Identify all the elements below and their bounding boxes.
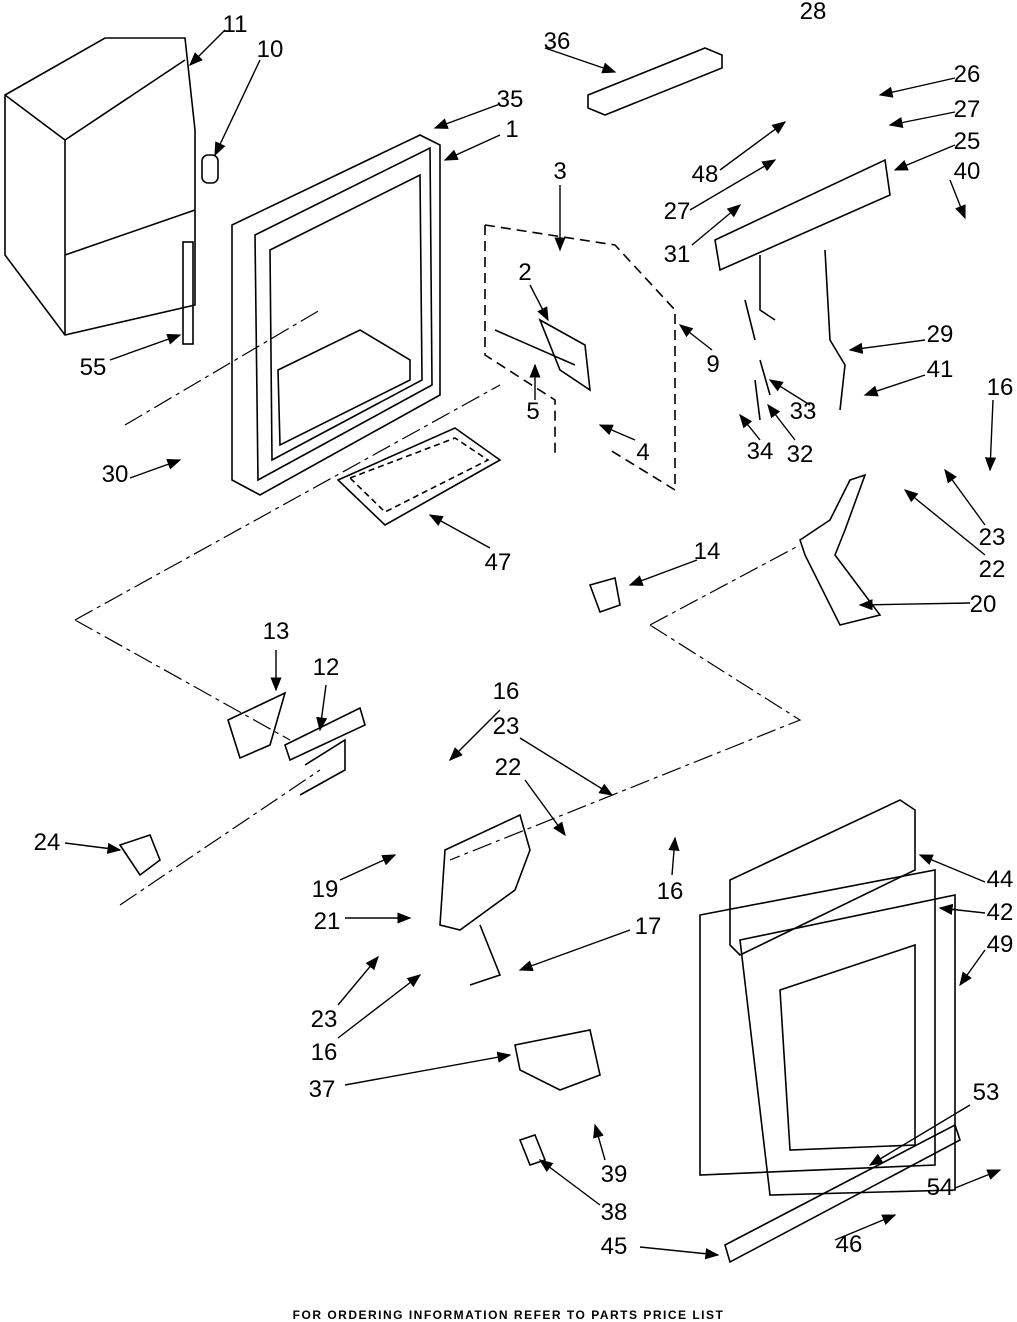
part-callout: 38: [601, 1201, 628, 1225]
part-24: [120, 835, 160, 875]
part-callout: 23: [979, 526, 1006, 550]
part-2: [495, 320, 590, 390]
part-callout: 19: [312, 878, 339, 902]
part-callout: 12: [313, 656, 340, 680]
part-55: [183, 242, 193, 344]
part-29-41: [825, 250, 845, 410]
part-callout: 54: [927, 1176, 954, 1200]
part-callout: 32: [787, 443, 814, 467]
part-36: [588, 48, 722, 115]
part-callout: 42: [987, 901, 1014, 925]
part-callout: 17: [635, 915, 662, 939]
part-callout: 16: [493, 680, 520, 704]
part-callout: 49: [987, 933, 1014, 957]
part-callout: 33: [790, 400, 817, 424]
part-44: [730, 800, 915, 955]
part-10: [202, 155, 218, 183]
part-25: [715, 160, 890, 320]
part-callout: 26: [954, 63, 981, 87]
part-callout: 40: [954, 160, 981, 184]
part-grille: [338, 428, 500, 525]
part-callout: 23: [493, 715, 520, 739]
part-callout: 11: [223, 13, 248, 37]
part-callout: 39: [601, 1163, 628, 1187]
part-callout: 2: [518, 261, 531, 285]
part-callout: 41: [927, 358, 954, 382]
part-callout: 37: [309, 1078, 336, 1102]
part-callout: 16: [987, 376, 1014, 400]
part-callout: 35: [497, 88, 524, 112]
part-callout: 10: [257, 38, 284, 62]
part-callout: 45: [601, 1235, 628, 1259]
part-17: [440, 815, 530, 985]
part-callout: 53: [973, 1081, 1000, 1105]
part-callout: 16: [657, 880, 684, 904]
part-housing: [5, 38, 195, 335]
part-callout: 22: [979, 558, 1006, 582]
part-callout: 48: [692, 163, 719, 187]
part-13: [228, 693, 285, 758]
part-callout: 36: [544, 30, 571, 54]
part-12: [285, 708, 365, 795]
part-callout: 9: [706, 353, 719, 377]
part-32-33: [745, 300, 770, 420]
part-callout: 46: [836, 1233, 863, 1257]
part-callout: 34: [747, 440, 774, 464]
part-callout: 44: [987, 868, 1014, 892]
part-callout: 22: [495, 756, 522, 780]
part-callout: 20: [970, 593, 997, 617]
part-callout: 1: [505, 118, 518, 142]
part-20: [800, 475, 880, 625]
part-callout: 4: [636, 441, 649, 465]
ordering-info-footer: FOR ORDERING INFORMATION REFER TO PARTS …: [0, 1308, 1017, 1322]
part-callout: 30: [102, 463, 129, 487]
part-callout: 24: [34, 831, 61, 855]
part-frame: [232, 135, 440, 495]
part-callout: 13: [263, 620, 290, 644]
part-callout: 27: [664, 200, 691, 224]
part-14: [590, 578, 620, 612]
part-37: [515, 1030, 600, 1090]
part-callout: 21: [314, 910, 341, 934]
part-callout: 55: [80, 356, 107, 380]
part-callout: 27: [954, 98, 981, 122]
part-callout: 23: [311, 1008, 338, 1032]
part-callout: 3: [553, 160, 566, 184]
part-callout: 25: [954, 130, 981, 154]
part-callout: 47: [485, 551, 512, 575]
part-callout: 16: [311, 1041, 338, 1065]
part-callout: 31: [664, 243, 691, 267]
part-callout: 28: [800, 0, 827, 24]
part-callout: 5: [526, 400, 539, 424]
part-callout: 14: [694, 540, 721, 564]
part-callout: 29: [927, 323, 954, 347]
part-42: [700, 870, 935, 1175]
